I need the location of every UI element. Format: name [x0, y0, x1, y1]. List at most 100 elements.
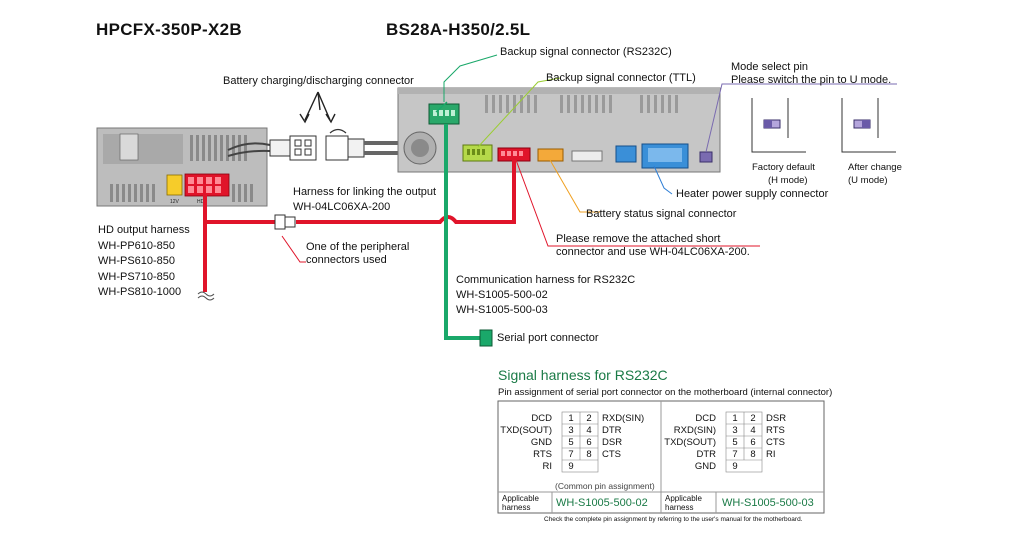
pin-signal: TXD(SOUT)	[664, 437, 716, 448]
pin-number: 4	[586, 425, 592, 436]
signal-table-frame	[497, 400, 825, 514]
status-leader	[549, 159, 600, 213]
pin-number: 5	[732, 437, 738, 448]
right-pins-even: DSR RTS CTS RI	[766, 413, 786, 461]
pin-signal: RI	[542, 461, 553, 472]
mode-detail-after	[841, 98, 896, 153]
backup-rs232c-label: Backup signal connector (RS232C)	[500, 46, 672, 58]
left-pins-even: RXD(SIN) DTR DSR CTS	[602, 413, 644, 461]
hd-output-title: HD output harness	[98, 224, 190, 236]
pin-signal: RI	[766, 449, 776, 460]
comm-harness-item: WH-S1005-500-03	[456, 304, 548, 316]
psu-12v-connector	[166, 174, 183, 196]
left-pin-numbers: 1 2 3 4 5 6 7 8 9	[562, 413, 598, 473]
pin-signal: RTS	[766, 425, 785, 436]
pin-signal: DTR	[696, 449, 716, 460]
pin-signal: GND	[530, 437, 552, 448]
pin-signal: DSR	[602, 437, 623, 448]
pin-number: 7	[568, 449, 574, 460]
signal-table-subtitle: Pin assignment of serial port connector …	[498, 387, 833, 398]
psu-hd-label: HD	[197, 199, 205, 205]
after-change-label: After change	[848, 162, 902, 173]
pin-number: 9	[732, 461, 738, 472]
signal-table-title: Signal harness for RS232C	[498, 367, 668, 383]
pin-signal: RXD(SIN)	[602, 413, 645, 424]
pin-number: 7	[732, 449, 738, 460]
battery-status-connector	[537, 148, 564, 162]
battery-connector-label: Battery charging/discharging connector	[223, 75, 414, 87]
pin-number: 2	[586, 413, 592, 424]
pin-signal: DCD	[695, 413, 716, 424]
psu-model-title: HPCFX-350P-X2B	[96, 20, 242, 39]
mode-select-pin	[699, 151, 713, 163]
pin-number: 2	[750, 413, 756, 424]
battery-model-title: BS28A-H350/2.5L	[386, 20, 531, 39]
comm-harness-title: Communication harness for RS232C	[456, 274, 636, 286]
battery-status-label: Battery status signal connector	[586, 208, 737, 220]
green-comm-wire	[444, 124, 493, 347]
pin-number: 1	[568, 413, 574, 424]
serial-port-label: Serial port connector	[497, 332, 599, 344]
pin-number: 3	[732, 425, 738, 436]
mode-detail-factory	[751, 98, 806, 153]
comm-harness-block: Communication harness for RS232C WH-S100…	[456, 273, 635, 318]
right-pin-numbers: 1 2 3 4 5 6 7 8 9	[726, 413, 762, 473]
pin-number: 6	[586, 437, 592, 448]
hd-output-item: WH-PS610-850	[98, 255, 176, 267]
common-pin-note: (Common pin assignment)	[555, 481, 655, 491]
pin-signal: DTR	[602, 425, 622, 436]
harness-link-label-2: WH-04LC06XA-200	[293, 201, 391, 213]
hd-output-block: HD output harness WH-PP610-850 WH-PS610-…	[98, 223, 190, 301]
factory-default-mode: (H mode)	[768, 175, 808, 186]
pin-number: 1	[732, 413, 738, 424]
pin-number: 8	[750, 449, 756, 460]
remove-short-leader	[515, 159, 760, 247]
hd-output-item: WH-PS810-1000	[98, 286, 182, 298]
pin-number: 8	[586, 449, 592, 460]
pin-signal: CTS	[602, 449, 621, 460]
left-pins-odd: DCD TXD(SOUT) GND RTS RI	[500, 413, 552, 473]
pin-signal: TXD(SOUT)	[500, 425, 552, 436]
hd-output-item: WH-PS710-850	[98, 270, 176, 283]
pin-number	[580, 461, 598, 473]
peripheral-label-1: One of the peripheral	[306, 241, 410, 253]
psu-unit: 12V HD	[96, 127, 268, 207]
heater-label: Heater power supply connector	[676, 188, 829, 200]
pin-signal: GND	[694, 461, 716, 472]
mode-leader	[705, 83, 897, 153]
pin-number: 3	[568, 425, 574, 436]
rs232c-leader	[443, 54, 498, 102]
harness-left: WH-S1005-500-02	[556, 497, 648, 509]
pin-signal: RXD(SIN)	[673, 425, 716, 436]
serial-port-connector	[479, 329, 493, 347]
comm-harness-item: WH-S1005-500-02	[456, 289, 548, 301]
red-wires	[197, 160, 516, 301]
backup-ttl-label: Backup signal connector (TTL)	[546, 72, 696, 84]
mode-pin-label-1: Mode select pin	[731, 61, 809, 73]
harness-right: WH-S1005-500-03	[722, 497, 814, 509]
pin-signal: DSR	[766, 413, 787, 424]
pin-number	[744, 461, 762, 473]
pin-signal: CTS	[766, 437, 785, 448]
harness-link-label-1: Harness for linking the output	[293, 186, 437, 198]
peripheral-label-2: connectors used	[306, 254, 387, 266]
hd-output-item: WH-PP610-850	[98, 239, 176, 252]
pin-signal: DCD	[531, 413, 552, 424]
signal-table-footnote: Check the complete pin assignment by ref…	[544, 516, 803, 523]
ttl-leader	[477, 77, 561, 148]
pin-number: 4	[750, 425, 756, 436]
applicable-label-left: Applicable harness	[502, 494, 539, 512]
psu-12v-label: 12V	[170, 199, 180, 205]
applicable-label-right: Applicable harness	[665, 494, 702, 512]
pin-signal: RTS	[533, 449, 552, 460]
pin-number: 9	[568, 461, 574, 472]
pin-number: 6	[750, 437, 756, 448]
pin-number: 5	[568, 437, 574, 448]
peripheral-leader	[281, 235, 306, 263]
battery-charging-plug	[227, 91, 404, 161]
mode-pin-label-2: Please switch the pin to U mode.	[731, 74, 892, 86]
right-pins-odd: DCD RXD(SIN) TXD(SOUT) DTR GND	[664, 413, 716, 473]
battery-unit	[397, 87, 721, 173]
remove-short-label-2: connector and use WH-04LC06XA-200.	[556, 246, 750, 258]
